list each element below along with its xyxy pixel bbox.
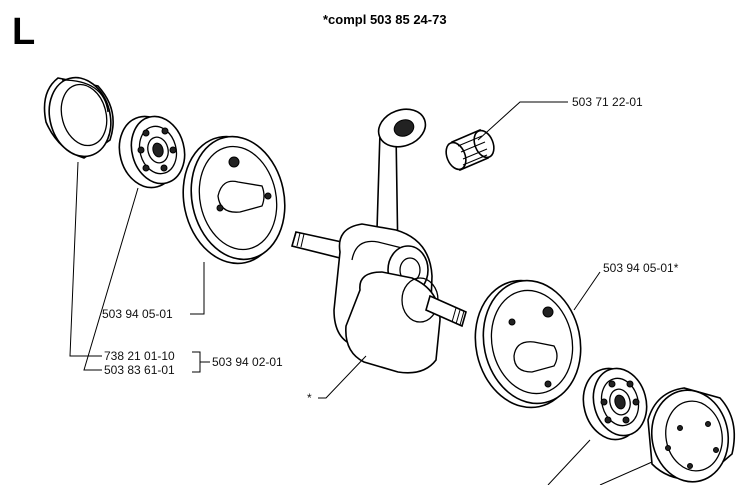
seal-ring-right-part [647, 387, 736, 483]
needle-bearing-part [445, 128, 495, 172]
crankcase-half-right-part [474, 279, 582, 409]
label-ball-bearing: 503 83 61-01 [104, 363, 175, 377]
section-letter: L [12, 11, 35, 53]
label-needle-bearing: 503 71 22-01 [572, 95, 643, 109]
leader-lines [69, 101, 653, 485]
seal-ring-left-part [43, 76, 114, 159]
ball-bearing-left-part [118, 115, 186, 189]
label-crankshaft: * [307, 391, 312, 405]
diagram-title: *compl 503 85 24-73 [323, 12, 447, 27]
label-crankcase-half-right: 503 94 05-01* [603, 261, 679, 275]
label-bearing-kit: 503 94 02-01 [212, 355, 283, 369]
crankcase-half-left-part [182, 135, 286, 265]
crankshaft-part [291, 108, 467, 374]
ball-bearing-right-part [582, 367, 648, 441]
label-seal-ring: 738 21 01-10 [104, 349, 175, 363]
label-crankcase-half-left: 503 94 05-01 [102, 307, 173, 321]
